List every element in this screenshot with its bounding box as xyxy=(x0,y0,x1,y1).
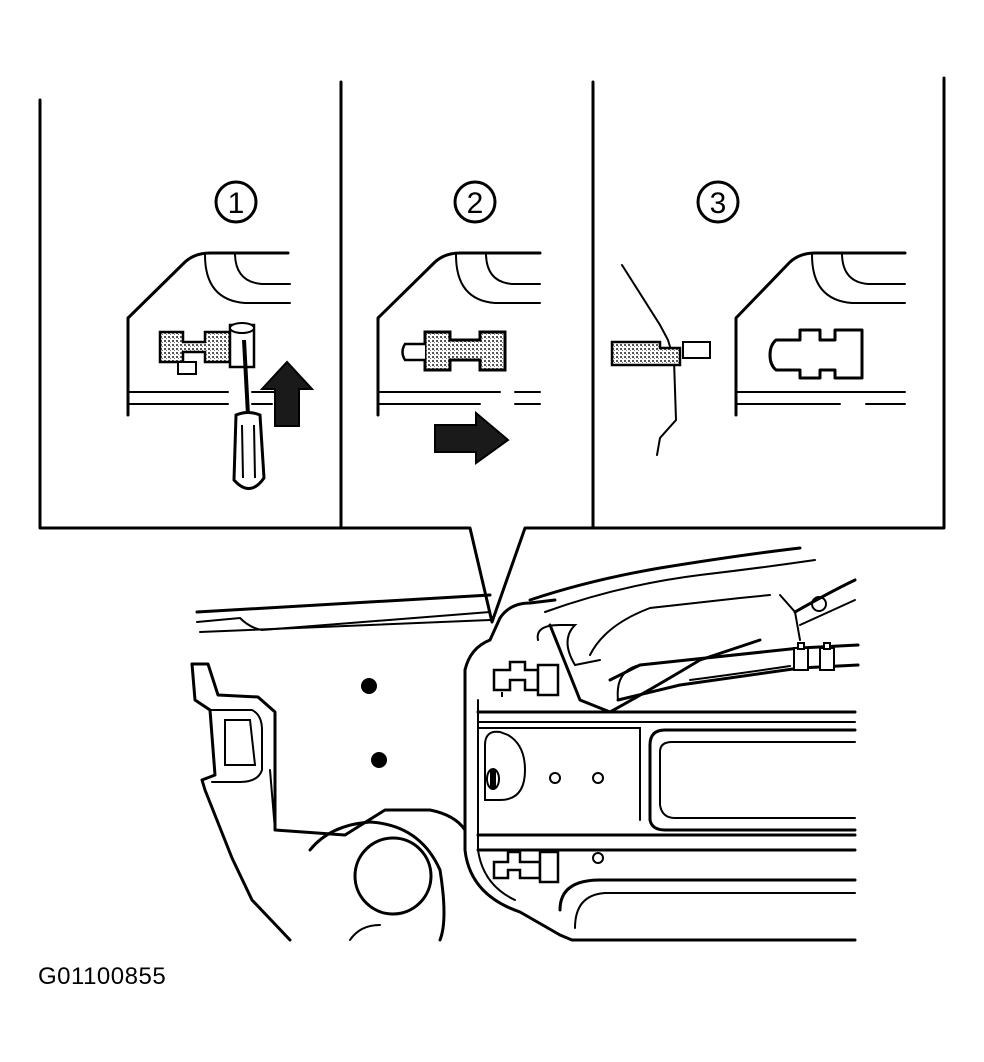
bolt-icon xyxy=(371,752,387,768)
screwdriver-icon xyxy=(232,339,266,490)
fastener-icon xyxy=(793,642,809,671)
step-number-label: 1 xyxy=(228,187,245,220)
step-number-label: 2 xyxy=(467,187,484,220)
figure-code: G01100855 xyxy=(38,963,167,990)
fastener-icon xyxy=(819,642,835,671)
retaining-clip xyxy=(401,330,507,372)
installed-clip-lower xyxy=(492,850,560,884)
bracket-panel-outline xyxy=(734,251,907,417)
step-number-badge: 3 xyxy=(696,180,740,224)
removed-clip xyxy=(610,340,711,367)
bracket-panel-outline xyxy=(376,251,542,417)
bolt-icon xyxy=(361,678,377,694)
panel-step-2: 2 xyxy=(376,180,542,465)
installed-clip-upper xyxy=(492,660,560,697)
step-number-badge: 2 xyxy=(453,180,497,224)
callout-frame xyxy=(38,76,946,624)
vehicle-structure xyxy=(190,546,860,942)
arrow-right-icon xyxy=(434,410,510,465)
step-number-badge: 1 xyxy=(214,180,258,224)
step-number-label: 3 xyxy=(710,187,727,220)
retaining-clip xyxy=(158,322,256,375)
bracket-panel-outline xyxy=(126,251,291,417)
panel-step-3: 3 xyxy=(610,180,907,456)
arrow-up-icon xyxy=(259,360,315,427)
clip-slot-opening xyxy=(768,328,864,380)
panel-step-1: 1 xyxy=(126,180,315,490)
